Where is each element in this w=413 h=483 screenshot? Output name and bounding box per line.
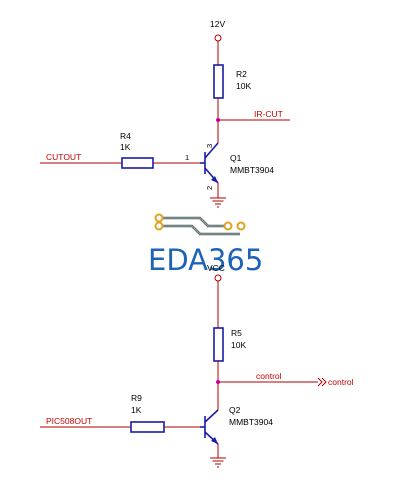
r2-ref-label: R2 [236, 69, 247, 79]
net-label-pic508out: PIC508OUT [46, 416, 92, 426]
q1-pin-base-label: 1 [185, 153, 189, 162]
r9-value-label: 1K [131, 405, 142, 415]
watermark-logo-icon [154, 213, 246, 236]
resistor-r9 [130, 421, 165, 433]
port-arrow-icon [317, 377, 327, 387]
resistor-r2 [213, 64, 224, 99]
net-label-control: control [256, 371, 282, 381]
supply-12v-terminal [214, 34, 222, 42]
r5-ref-label: R5 [231, 328, 242, 338]
net-label-cutout: CUTOUT [46, 152, 81, 162]
resistor-r4 [121, 157, 154, 169]
ground-symbol-2 [210, 457, 226, 468]
q1-part-label: MMBT3904 [230, 165, 274, 175]
r2-value-label: 10K [236, 81, 251, 91]
circuit-2: VCC R5 10K control control PIC508OUT R9 … [40, 263, 354, 468]
q2-part-label: MMBT3904 [229, 417, 273, 427]
r4-ref-label: R4 [120, 131, 131, 141]
supply-12v-label: 12V [210, 19, 225, 29]
q1-pin-emitter-label: 2 [205, 186, 214, 190]
resistor-r5 [213, 327, 224, 362]
watermark-text: EDA365 [148, 243, 263, 277]
supply-vcc-label: VCC [207, 263, 225, 273]
port-label-control: control [328, 377, 354, 387]
transistor-q2 [200, 409, 219, 445]
q1-ref-label: Q1 [230, 153, 242, 163]
r4-value-label: 1K [120, 142, 131, 152]
r5-value-label: 10K [231, 340, 246, 350]
q1-pin-collector-label: 3 [205, 144, 214, 148]
q2-ref-label: Q2 [229, 405, 241, 415]
transistor-q1 [200, 142, 219, 184]
net-label-ir-cut: IR-CUT [254, 109, 283, 119]
circuit-1: 12V R2 10K IR-CUT CUTOUT R4 1K 1 3 2 Q1 … [40, 19, 290, 208]
r9-ref-label: R9 [131, 393, 142, 403]
ground-symbol-1 [210, 197, 226, 208]
